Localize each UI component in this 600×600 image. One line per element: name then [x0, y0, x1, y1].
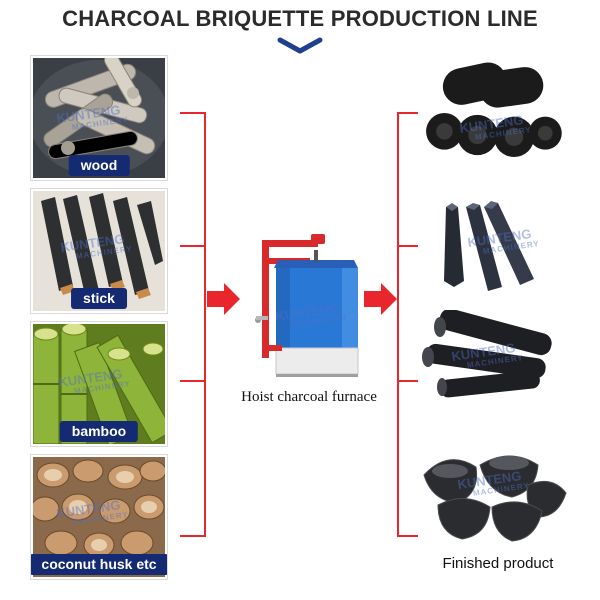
right-bracket: [397, 112, 418, 537]
input-label-stick: stick: [71, 288, 127, 309]
furnace-label: Hoist charcoal furnace: [241, 389, 377, 405]
hoist-charcoal-furnace-image: [255, 234, 359, 377]
arrow-to-products-icon: [364, 283, 397, 315]
left-bracket: [180, 112, 206, 537]
arrow-to-furnace-icon: [207, 283, 240, 315]
bamboo-image: [33, 324, 165, 444]
page-title: CHARCOAL BRIQUETTE PRODUCTION LINE: [62, 6, 538, 31]
output-coconut-shell-charcoal-image: [423, 455, 567, 542]
finished-product-label: Finished product: [442, 555, 554, 572]
input-label-coconut-husk: coconut husk etc: [31, 554, 167, 575]
output-bamboo-charcoal-image: [422, 310, 552, 398]
output-round-briquettes-image: [426, 62, 562, 157]
chevron-down-icon: [277, 37, 323, 54]
output-hexagonal-sticks-image: [444, 201, 534, 291]
input-label-bamboo: bamboo: [59, 421, 139, 442]
input-label-wood: wood: [68, 155, 130, 176]
wood-logs-image: [33, 58, 165, 178]
